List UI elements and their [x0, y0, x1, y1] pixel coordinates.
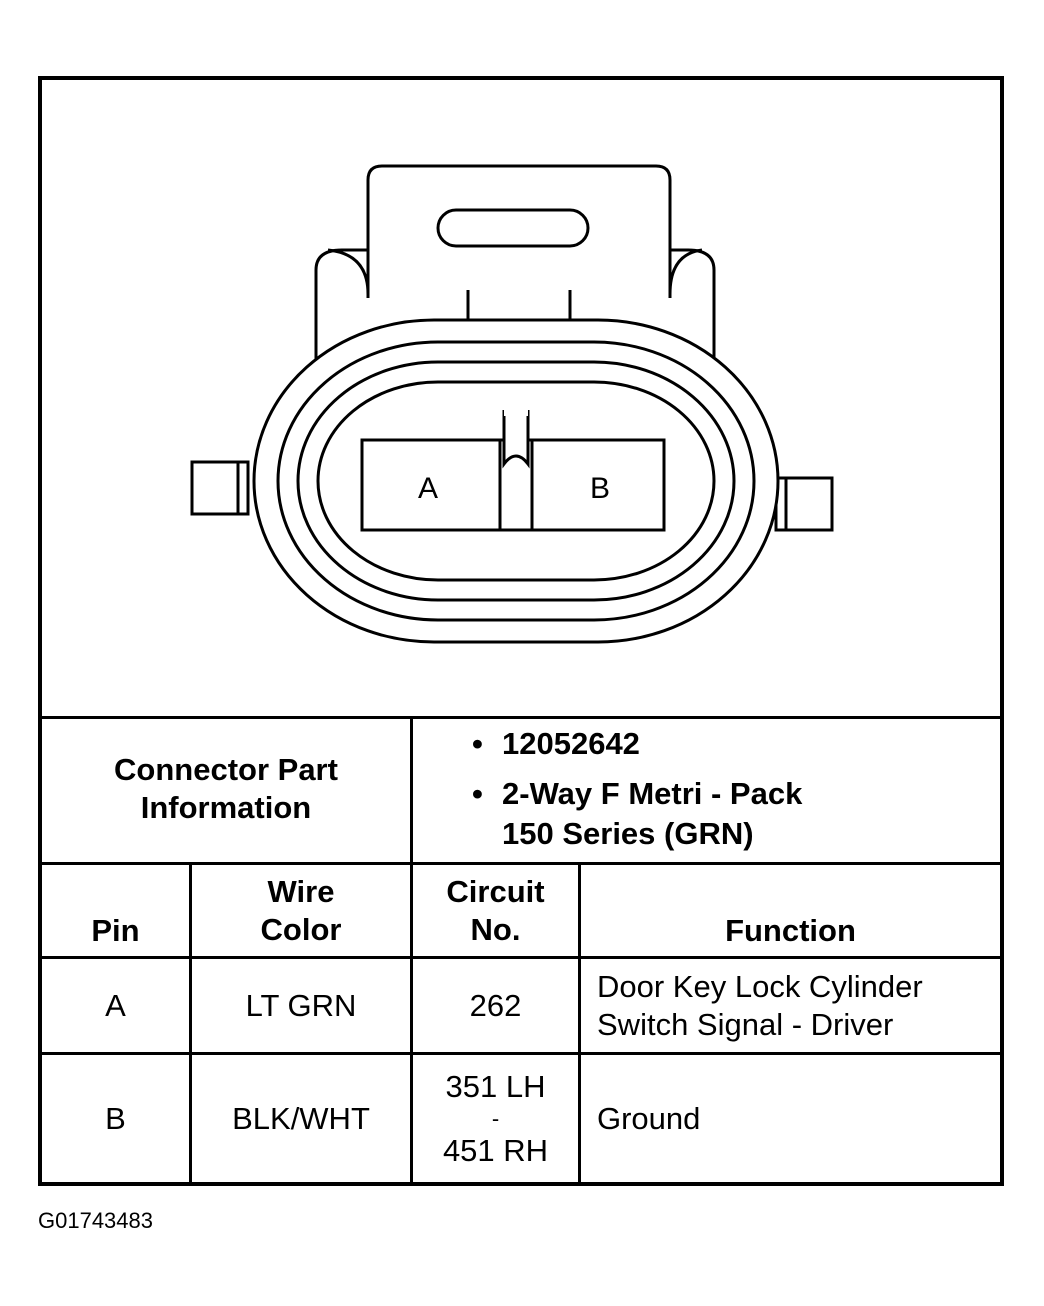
right-ear: [774, 476, 834, 532]
header-wire-color: Wire Color: [260, 873, 342, 947]
center-key: [502, 410, 530, 469]
connector-type: •2-Way F Metri - Pack 150 Series (GRN): [472, 776, 803, 851]
connector-frame: A B Connector Part Information •12052642…: [38, 76, 1004, 1186]
row-b-function: Ground: [597, 1100, 701, 1136]
connector-drawing: A B: [190, 164, 834, 644]
row-a-circuit: 262: [469, 987, 522, 1023]
row-b-pin: B: [105, 1100, 126, 1136]
pin-a-label: A: [418, 472, 438, 505]
connector-ring-3: [296, 360, 736, 602]
part-info-values: •12052642 •2-Way F Metri - Pack 150 Seri…: [472, 724, 992, 854]
row-a-pin: A: [105, 987, 126, 1023]
header-pin: Pin: [91, 913, 140, 948]
figure-id: G01743483: [38, 1208, 153, 1233]
part-info-label: Connector Part Information: [42, 716, 410, 862]
part-info-label-line1: Connector Part: [114, 752, 338, 787]
header-function: Function: [725, 913, 856, 948]
row-b-circuit: 351 LH - 451 RH: [442, 1068, 549, 1168]
left-ear: [190, 460, 250, 516]
row-a-function: Door Key Lock Cylinder Switch Signal - D…: [597, 968, 923, 1042]
pinout-table: Connector Part Information •12052642 •2-…: [42, 716, 1000, 1186]
tab-slot: [436, 208, 590, 248]
row-b-wire: BLK/WHT: [232, 1100, 370, 1136]
part-info-label-line2: Information: [140, 790, 312, 825]
pin-b-label: B: [590, 472, 610, 505]
connector-ring-4: [316, 380, 716, 582]
part-number: •12052642: [472, 726, 640, 761]
header-circuit-no: Circuit No.: [446, 873, 545, 947]
connector-ring-2: [276, 340, 756, 622]
row-a-wire: LT GRN: [245, 987, 357, 1023]
